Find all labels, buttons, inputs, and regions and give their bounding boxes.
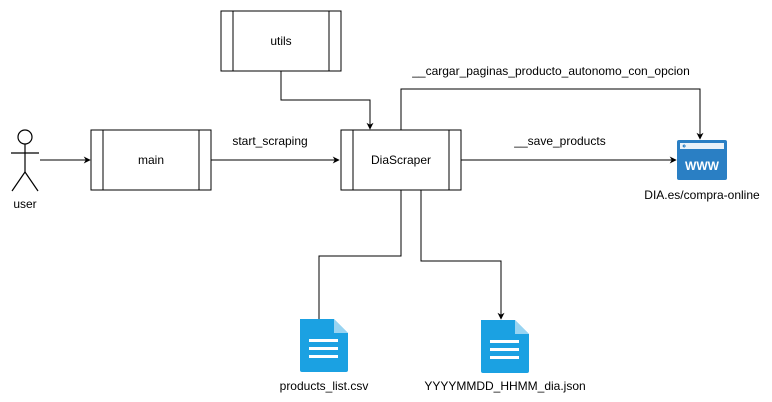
user-label: user — [13, 197, 36, 211]
save-products-label: __save_products — [513, 134, 605, 148]
utils-process: utils — [220, 10, 342, 72]
utils-label: utils — [270, 34, 291, 48]
main-label: main — [138, 153, 164, 167]
main-process: main — [90, 129, 212, 191]
person-icon — [11, 129, 39, 192]
json-output-node: YYYYMMDD_HHMM_dia.json — [424, 320, 586, 393]
cargar-paginas-label: __cargar_paginas_producto_autonomo_con_o… — [411, 64, 690, 78]
edge-utils-diascraper — [280, 71, 374, 130]
edge-to-products-csv — [315, 190, 402, 342]
diascraper-label: DiaScraper — [371, 153, 431, 167]
products-csv-node: products_list.csv — [280, 319, 369, 393]
products-csv-label: products_list.csv — [280, 379, 369, 393]
svg-text:WWW: WWW — [685, 159, 720, 173]
website-node: WWW DIA.es/compra-online — [644, 140, 760, 202]
web-browser-icon: WWW — [677, 140, 727, 180]
document-icon — [481, 320, 529, 373]
document-icon — [300, 319, 348, 372]
json-output-label: YYYYMMDD_HHMM_dia.json — [424, 379, 585, 393]
edge-cargar-paginas — [400, 88, 704, 140]
user-actor: user — [11, 129, 39, 211]
edge-to-json — [420, 190, 505, 320]
website-label: DIA.es/compra-online — [644, 188, 760, 202]
start-scraping-label: start_scraping — [232, 134, 307, 148]
diascraper-process: DiaScraper — [340, 129, 462, 191]
